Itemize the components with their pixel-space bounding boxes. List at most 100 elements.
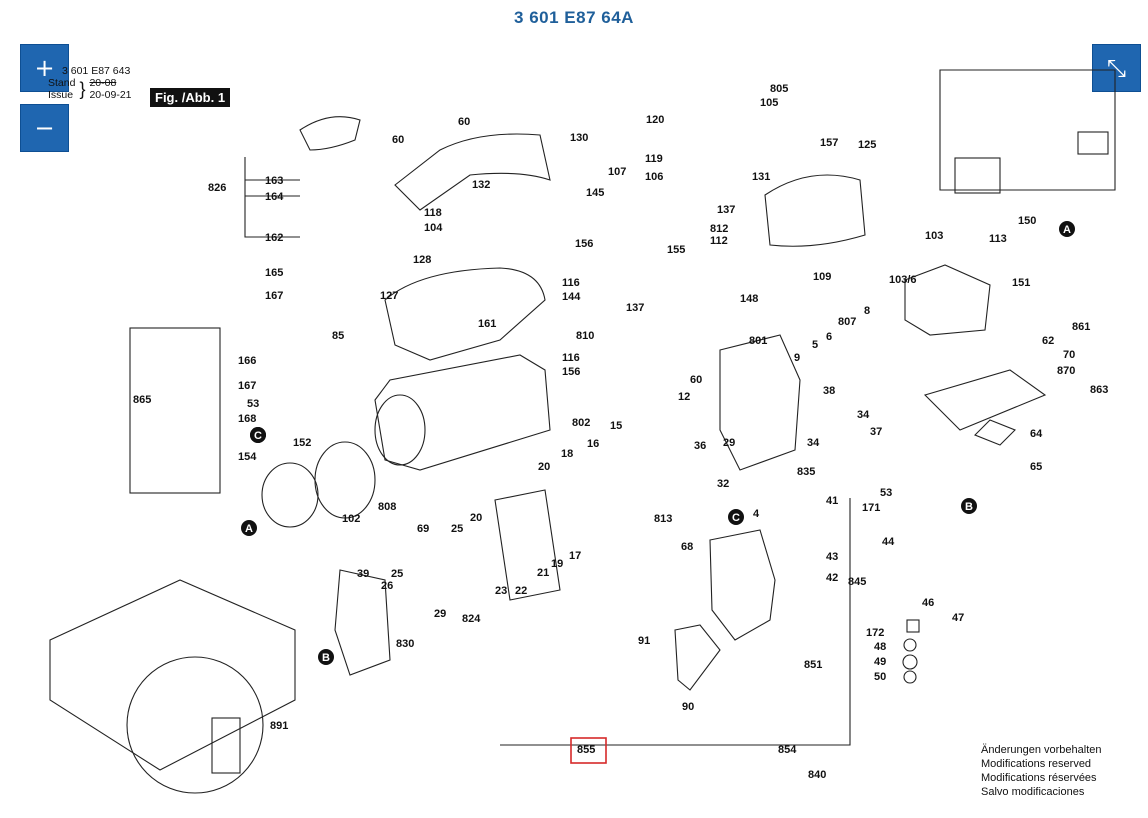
part-number-label: 116 [562, 352, 580, 364]
part-number-label: 21 [537, 567, 549, 579]
marker-letter: A [245, 523, 253, 535]
stroke-housing-840 [709, 529, 776, 641]
note-line: Änderungen vorbehalten [981, 744, 1102, 756]
part-number-label: 801 [749, 335, 767, 347]
part-number-label: 826 [208, 182, 226, 194]
part-number-label: 105 [760, 97, 778, 109]
part-number-label: 156 [575, 238, 593, 250]
roller-90 [674, 624, 721, 691]
part-number: 3 601 E87 643 [62, 65, 131, 77]
part-number-label: 155 [667, 244, 685, 256]
motor-housing [374, 354, 551, 471]
part-number-label: 810 [576, 330, 594, 342]
part-number-label: 865 [133, 394, 151, 406]
part-number-label: 6 [826, 331, 832, 343]
part-number-label: 85 [332, 330, 344, 342]
plate-39 [334, 569, 391, 676]
switch-m1-m2 [954, 157, 1001, 194]
date-new: 20-09-21 [89, 89, 132, 101]
part-number-label: 116 [562, 277, 580, 289]
part-number-label: 18 [561, 448, 573, 460]
part-number-label: 8 [864, 305, 870, 317]
part-number-label: 840 [808, 769, 826, 781]
highlight-box [570, 737, 607, 764]
part-number-label: 851 [804, 659, 822, 671]
part-number-label: 65 [1030, 461, 1042, 473]
marker-c: C [728, 509, 744, 525]
part-number-label: 106 [645, 171, 663, 183]
bracket-826 [244, 157, 300, 238]
part-number-label: 835 [797, 466, 815, 478]
zoom-out-button[interactable]: − [20, 104, 69, 152]
part-number-label: 830 [396, 638, 414, 650]
part-number-label: 812 [710, 223, 728, 235]
modification-note: Änderungen vorbehalten Modifications res… [981, 743, 1101, 799]
part-number-label: 162 [265, 232, 283, 244]
part-number-label: 172 [866, 627, 884, 639]
part-number-label: 53 [247, 398, 259, 410]
brace-icon: } [79, 79, 86, 99]
marker-circle [728, 509, 744, 525]
part-number-label: 137 [717, 204, 735, 216]
plate-64 [974, 419, 1016, 446]
part-number-label: 17 [569, 550, 581, 562]
wiring-diagram [939, 69, 1116, 191]
part-number-label: 29 [434, 608, 446, 620]
part-number-label: 9 [794, 352, 800, 364]
part-number-label: 68 [681, 541, 693, 553]
document-meta: 3 601 E87 643 Stand Issue } 20-08 20-09-… [48, 65, 132, 101]
minus-icon: − [34, 114, 55, 142]
zoom-in-button[interactable]: + [20, 44, 69, 92]
part-number-label: 870 [1057, 365, 1075, 377]
part-number-label: 152 [293, 437, 311, 449]
part-number-label: 36 [694, 440, 706, 452]
part-number-label: 69 [417, 523, 429, 535]
part-number-label: 23 [495, 585, 507, 597]
kit-box-865 [129, 327, 221, 494]
part-number-label: 12 [678, 391, 690, 403]
part-number-label: 103 [925, 230, 943, 242]
part-number-label: 16 [587, 438, 599, 450]
part-number-label: 118 [424, 207, 442, 219]
marker-b: B [318, 649, 334, 665]
part-number-label: 104 [424, 222, 443, 234]
marker-b: B [961, 498, 977, 514]
part-number-label: 60 [458, 116, 470, 128]
part-number-label: 37 [870, 426, 882, 438]
date-old: 20-08 [89, 77, 117, 89]
part-number-label: 70 [1063, 349, 1075, 361]
fit-to-screen-button[interactable]: ⤡ [1092, 44, 1141, 92]
part-number-label: 26 [381, 580, 393, 592]
marker-circle [250, 427, 266, 443]
part-number-label: 46 [922, 597, 934, 609]
part-number-label: 156 [562, 366, 580, 378]
part-number-label: 102 [342, 513, 360, 525]
part-number-label: 127 [380, 290, 398, 302]
plus-icon: + [34, 54, 55, 82]
part-number-label: 144 [562, 291, 581, 303]
collapse-icon: ⤡ [1106, 54, 1127, 82]
part-number-label: 137 [626, 302, 644, 314]
marker-a: A [241, 520, 257, 536]
part-number-label: 805 [770, 83, 788, 95]
part-number-label: 145 [586, 187, 604, 199]
marker-circle [1059, 221, 1075, 237]
base-plate [923, 369, 1047, 431]
marker-circle [318, 649, 334, 665]
part-number-label: 60 [392, 134, 404, 146]
part-number-label: 845 [848, 576, 866, 588]
switch-112 [1077, 131, 1109, 155]
part-number-label: 113 [989, 233, 1007, 245]
part-number-label: 19 [551, 558, 563, 570]
part-number-label: 807 [838, 316, 856, 328]
part-number-label: 167 [265, 290, 283, 302]
part-number-label: 854 [778, 744, 797, 756]
part-number-label: 103/6 [889, 274, 917, 286]
part-number-label: 808 [378, 501, 396, 513]
note-line: Modifications réservées [981, 772, 1097, 784]
part-number-label: 165 [265, 267, 283, 279]
part-number-label: 171 [862, 502, 880, 514]
part-number-label: 148 [740, 293, 758, 305]
